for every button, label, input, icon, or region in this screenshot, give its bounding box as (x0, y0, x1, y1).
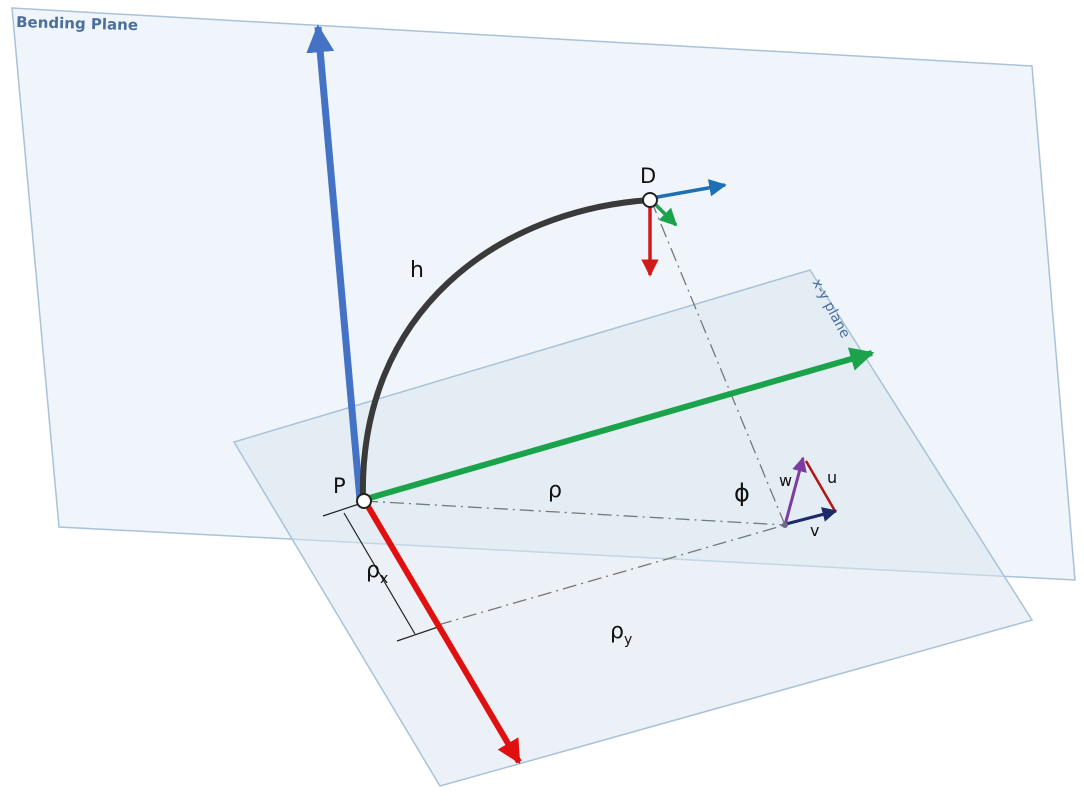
rho-y-symbol: ρ (610, 619, 624, 644)
y-axis-arrow (365, 347, 875, 502)
arc-label: h (410, 258, 424, 283)
vector-origin-dot (782, 522, 788, 528)
d-projection-line (650, 199, 786, 526)
v-vector (785, 507, 838, 526)
rho-x-dimension (322, 502, 442, 642)
point-p-marker (356, 493, 372, 509)
rho-line (363, 500, 786, 526)
construction-lines (363, 199, 786, 626)
point-d-marker (642, 192, 658, 208)
rho-x-subscript: x (380, 571, 388, 587)
u-label: u (827, 468, 837, 487)
bending-arc (359, 197, 653, 503)
rho-y-label: ρy (610, 619, 632, 648)
w-label: w (779, 471, 792, 490)
xy-plane (232, 269, 1034, 787)
rho-x-symbol: ρ (366, 558, 380, 583)
phi-label: ϕ (734, 479, 750, 507)
bending-plane-label: Bending Plane (16, 13, 138, 34)
d-frame-blue-arrow (651, 179, 727, 200)
z-axis-arrow (306, 24, 364, 501)
rho-y-line (437, 524, 786, 626)
v-label: v (810, 521, 819, 540)
u-vector (804, 460, 837, 512)
rho-label: ρ (548, 478, 562, 503)
rho-x-label: ρx (366, 558, 388, 587)
x-axis-arrow (363, 501, 522, 765)
rho-y-subscript: y (624, 632, 632, 648)
point-p-label: P (333, 474, 346, 498)
w-vector (783, 456, 807, 526)
point-d-label: D (640, 164, 656, 188)
